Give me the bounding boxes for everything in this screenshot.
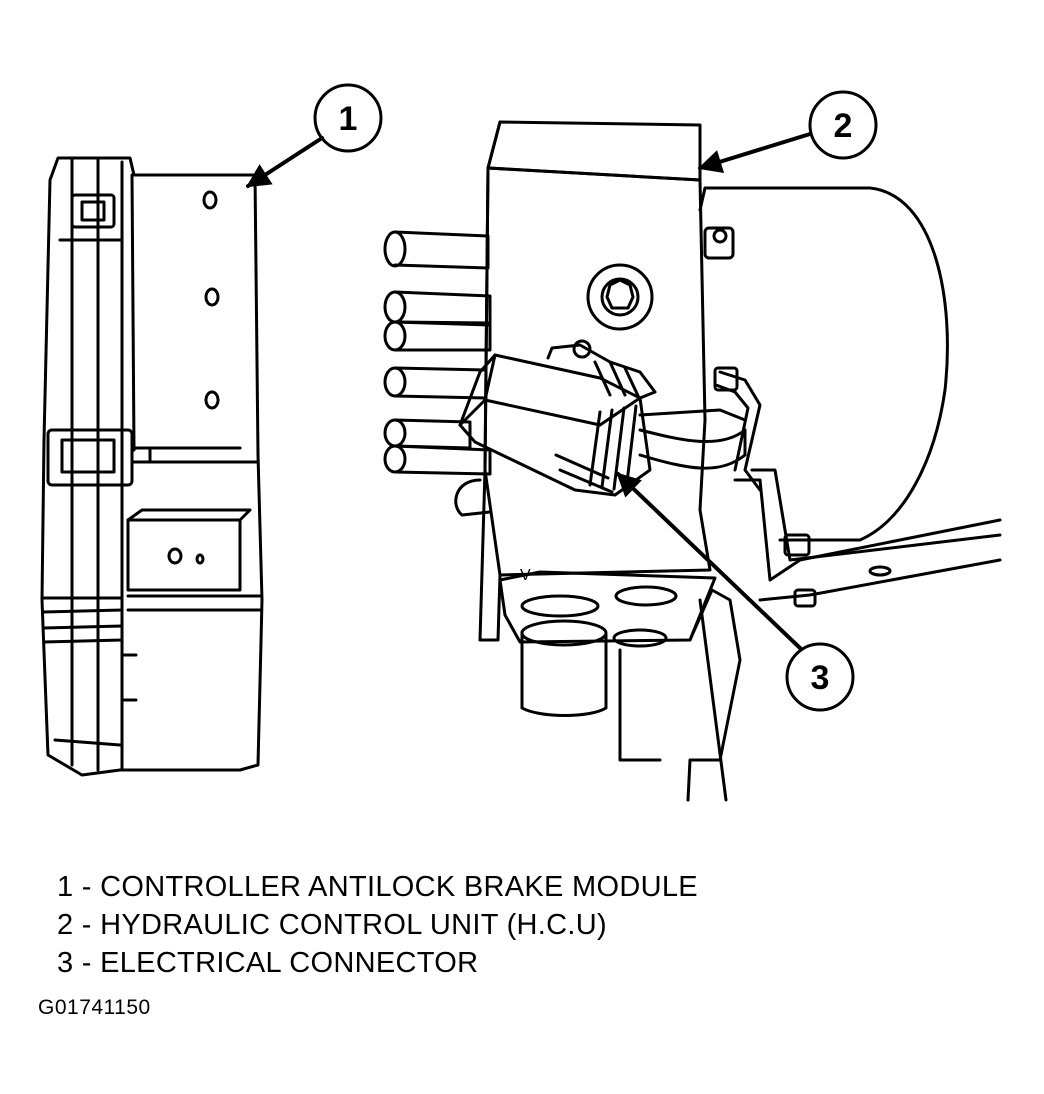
- brake-line-tubes: [383, 230, 492, 476]
- callout-3: 3: [616, 472, 855, 712]
- figure-id: G01741150: [38, 996, 151, 1019]
- callout-1: 1: [245, 83, 383, 188]
- callout-2-leader: [697, 132, 812, 174]
- callout-2-number: 2: [834, 107, 853, 145]
- callout-1-leader: [245, 136, 324, 188]
- hydraulic-control-unit: [383, 120, 1002, 802]
- callout-3-leader: [616, 472, 802, 650]
- legend-item-1: 1 - CONTROLLER ANTILOCK BRAKE MODULE: [57, 871, 698, 903]
- callout-1-number: 1: [339, 100, 358, 138]
- abs-assembly-illustration: 1 2 3 V: [40, 83, 1002, 802]
- callout-2: 2: [697, 90, 878, 174]
- legend-item-3: 3 - ELECTRICAL CONNECTOR: [57, 947, 479, 979]
- legend-item-2: 2 - HYDRAULIC CONTROL UNIT (H.C.U): [57, 909, 607, 941]
- valve-mark: V: [520, 567, 531, 584]
- controller-antilock-brake-module: [40, 156, 264, 777]
- legend: 1 - CONTROLLER ANTILOCK BRAKE MODULE 2 -…: [57, 868, 698, 982]
- callout-3-number: 3: [811, 659, 830, 697]
